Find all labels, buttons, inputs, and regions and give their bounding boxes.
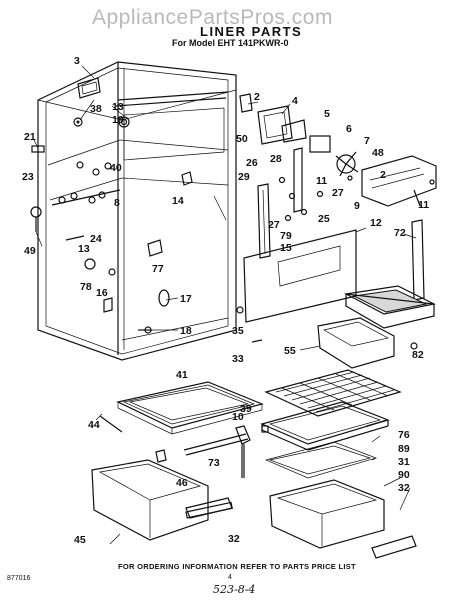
callout-9: 9 bbox=[354, 200, 360, 212]
callout-7: 7 bbox=[364, 135, 370, 147]
callout-18: 18 bbox=[180, 325, 192, 337]
model-subtitle: For Model EHT 141PKWR-0 bbox=[172, 38, 289, 48]
callout-82: 82 bbox=[412, 349, 424, 361]
callout-13: 13 bbox=[112, 101, 124, 113]
callout-48: 48 bbox=[372, 147, 384, 159]
callout-32b: 32 bbox=[228, 533, 240, 545]
glass-shelf-left bbox=[99, 381, 264, 456]
callout-55: 55 bbox=[284, 345, 296, 357]
fan-assembly bbox=[239, 93, 437, 323]
leader-lines bbox=[33, 65, 417, 545]
callout-77: 77 bbox=[152, 263, 164, 275]
callout-26: 26 bbox=[246, 157, 258, 169]
callout-3: 3 bbox=[74, 55, 80, 67]
callout-12: 12 bbox=[370, 217, 382, 229]
callout-27b: 27 bbox=[268, 219, 280, 231]
callout-2b: 2 bbox=[380, 169, 386, 181]
callout-41: 41 bbox=[176, 369, 188, 381]
callout-8: 8 bbox=[114, 197, 120, 209]
callout-11b: 11 bbox=[418, 199, 429, 211]
liner-cabinet bbox=[37, 61, 237, 361]
callout-89: 89 bbox=[398, 443, 410, 455]
ordering-note: FOR ORDERING INFORMATION REFER TO PARTS … bbox=[118, 562, 356, 571]
callout-16: 16 bbox=[96, 287, 108, 299]
callout-49: 49 bbox=[24, 245, 36, 257]
callout-14: 14 bbox=[172, 195, 184, 207]
callout-11: 11 bbox=[316, 175, 327, 187]
callout-40: 40 bbox=[110, 162, 122, 174]
callout-46: 46 bbox=[176, 477, 188, 489]
callout-33: 33 bbox=[232, 353, 244, 365]
center-supports bbox=[155, 425, 269, 478]
callout-72: 72 bbox=[394, 227, 406, 239]
callout-50: 50 bbox=[236, 133, 248, 145]
callout-15: 15 bbox=[280, 242, 292, 254]
diagram-title: LINER PARTS bbox=[200, 24, 303, 39]
callout-4: 4 bbox=[292, 95, 298, 107]
callout-45: 45 bbox=[74, 534, 86, 546]
crisper-drawers bbox=[91, 459, 417, 559]
callout-5: 5 bbox=[324, 108, 330, 120]
callout-76: 76 bbox=[398, 429, 410, 441]
callout-23: 23 bbox=[22, 171, 34, 183]
callout-44: 44 bbox=[88, 419, 100, 431]
callout-31: 31 bbox=[398, 456, 410, 468]
callout-24: 24 bbox=[90, 233, 102, 245]
callout-28: 28 bbox=[270, 153, 282, 165]
callout-numbers: 3 38 13 19 21 23 40 2 4 5 6 7 48 50 26 2… bbox=[22, 55, 429, 546]
callout-10: 10 bbox=[232, 411, 244, 423]
watermark: AppliancePartsPros.com bbox=[92, 6, 333, 29]
callout-27: 27 bbox=[332, 187, 344, 199]
wire-shelf-right bbox=[260, 369, 402, 479]
callout-39: 39 bbox=[240, 403, 252, 415]
butter-and-bins bbox=[236, 285, 436, 369]
callout-38: 38 bbox=[90, 103, 102, 115]
callout-21: 21 bbox=[24, 131, 36, 143]
callout-2: 2 bbox=[254, 91, 260, 103]
cabinet-hardware bbox=[30, 116, 193, 334]
callout-79: 79 bbox=[280, 230, 292, 242]
callout-19: 19 bbox=[112, 114, 124, 126]
callout-29: 29 bbox=[238, 171, 250, 183]
callout-32: 32 bbox=[398, 482, 410, 494]
handwritten-code: 523-8-4 bbox=[213, 583, 256, 596]
figure-code: 877016 bbox=[7, 575, 31, 582]
page-number: 4 bbox=[228, 574, 232, 581]
callout-25: 25 bbox=[318, 213, 330, 225]
callout-78: 78 bbox=[80, 281, 92, 293]
callout-13b: 13 bbox=[78, 243, 90, 255]
callout-17: 17 bbox=[180, 293, 192, 305]
callout-90: 90 bbox=[398, 469, 410, 481]
callout-35: 35 bbox=[232, 325, 244, 337]
callout-6: 6 bbox=[346, 123, 352, 135]
callout-73: 73 bbox=[208, 457, 220, 469]
